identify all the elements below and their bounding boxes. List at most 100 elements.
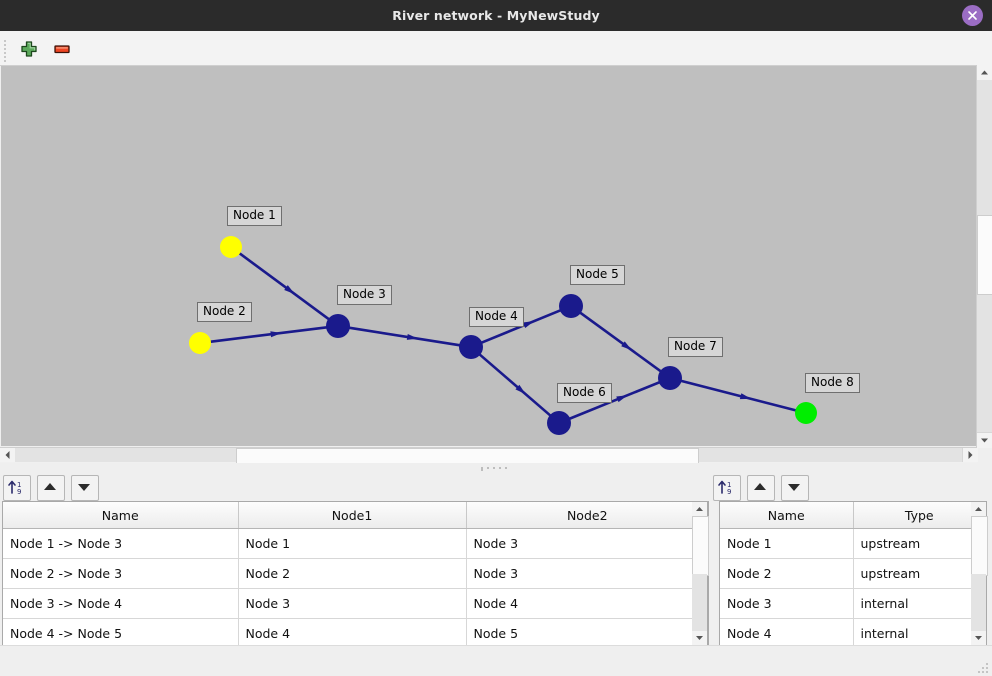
main-toolbar [0,31,992,66]
close-icon[interactable] [962,5,983,26]
column-header[interactable]: Name [720,502,854,529]
network-graph-panel: Node 1 Node 2 Node 3 Node 4 Node 5 Node 6 Node… [0,65,992,464]
delete-node-icon[interactable] [52,39,74,59]
table-cell[interactable]: Node 2 -> Node 3 [3,558,239,589]
table-cell[interactable]: Node 3 [466,528,708,559]
column-header[interactable]: Type [853,502,985,529]
graph-edge[interactable] [680,379,797,412]
table-cell[interactable]: Node 3 -> Node 4 [3,588,239,619]
table-cell[interactable]: Node 4 [466,588,708,619]
title-bar: River network - MyNewStudy [0,0,992,32]
graph-node-label[interactable]: Node 3 [337,285,392,305]
graph-node[interactable] [326,314,350,338]
node-scroll-down-button[interactable] [971,631,986,645]
node-vscroll-thumb[interactable] [971,516,988,576]
graph-node[interactable] [658,366,682,390]
graph-edge[interactable] [348,326,461,347]
table-cell[interactable]: Node 3 [466,558,708,589]
node-move-up-icon[interactable] [747,475,775,501]
table-cell[interactable]: internal [853,618,985,645]
graph-node-label[interactable]: Node 8 [805,373,860,393]
graph-scroll-down-button[interactable] [977,432,992,448]
column-header[interactable]: Node2 [466,502,708,529]
node-table-toolbar: 1 9 [709,473,992,501]
graph-scroll-left-button[interactable] [0,448,16,462]
column-header[interactable]: Name [3,502,239,529]
table-cell[interactable]: upstream [853,528,985,559]
branch-scroll-up-button[interactable] [692,502,707,516]
graph-node[interactable] [189,332,211,354]
node-vscroll-track[interactable] [971,574,986,631]
status-bar [0,645,992,676]
table-cell[interactable]: Node 4 [238,618,467,645]
branch-vscroll-thumb[interactable] [692,516,709,576]
graph-node-label[interactable]: Node 2 [197,302,252,322]
panel-splitter[interactable] [0,463,992,473]
window-resize-grip[interactable] [978,663,988,673]
graph-node[interactable] [559,294,583,318]
graph-vertical-scrollbar[interactable] [976,65,992,448]
graph-hscroll-thumb[interactable] [236,448,699,464]
node-sort-icon[interactable]: 1 9 [713,475,741,501]
add-node-icon[interactable] [19,39,41,59]
table-cell[interactable]: Node 1 -> Node 3 [3,528,239,559]
branch-sort-icon[interactable]: 1 9 [3,475,31,501]
graph-node-label[interactable]: Node 6 [557,383,612,403]
splitter-grip [481,467,513,471]
table-cell[interactable]: Node 1 [238,528,467,559]
toolbar-grip[interactable] [4,40,8,62]
table-cell[interactable]: Node 2 [238,558,467,589]
node-move-down-icon[interactable] [781,475,809,501]
graph-edge[interactable] [568,380,661,421]
graph-node[interactable] [795,402,817,424]
branch-vscroll-track[interactable] [692,574,707,631]
table-cell[interactable]: Node 3 [720,588,854,619]
graph-node-label[interactable]: Node 4 [469,307,524,327]
graph-node-label[interactable]: Node 1 [227,206,282,226]
graph-horizontal-scrollbar[interactable] [0,447,978,464]
table-cell[interactable]: internal [853,588,985,619]
graph-edge-arrow [616,395,628,403]
table-cell[interactable]: Node 3 [238,588,467,619]
node-scroll-up-button[interactable] [971,502,986,516]
graph-edge[interactable] [209,326,328,344]
column-header[interactable]: Node1 [238,502,467,529]
branch-move-down-icon[interactable] [71,475,99,501]
graph-node-label[interactable]: Node 5 [570,265,625,285]
graph-node[interactable] [547,411,571,435]
graph-edge[interactable] [238,251,330,321]
graph-edge[interactable] [579,311,662,373]
graph-vscroll-thumb[interactable] [977,215,992,295]
network-graph-canvas[interactable]: Node 1 Node 2 Node 3 Node 4 Node 5 Node 6 Node… [1,66,976,446]
graph-node-label[interactable]: Node 7 [668,337,723,357]
graph-edge[interactable] [478,353,552,417]
graph-node[interactable] [220,236,242,258]
table-cell[interactable]: Node 1 [720,528,854,559]
branch-move-up-icon[interactable] [37,475,65,501]
branch-table-vertical-scrollbar[interactable] [692,501,709,646]
graph-node[interactable] [459,335,483,359]
table-cell[interactable]: Node 5 [466,618,708,645]
table-cell[interactable]: Node 4 -> Node 5 [3,618,239,645]
table-cell[interactable]: upstream [853,558,985,589]
branch-scroll-down-button[interactable] [692,631,707,645]
table-cell[interactable]: Node 2 [720,558,854,589]
graph-scroll-up-button[interactable] [977,65,992,81]
table-cell[interactable]: Node 4 [720,618,854,645]
graph-scroll-right-button[interactable] [962,448,978,462]
node-table-vertical-scrollbar[interactable] [971,501,988,646]
